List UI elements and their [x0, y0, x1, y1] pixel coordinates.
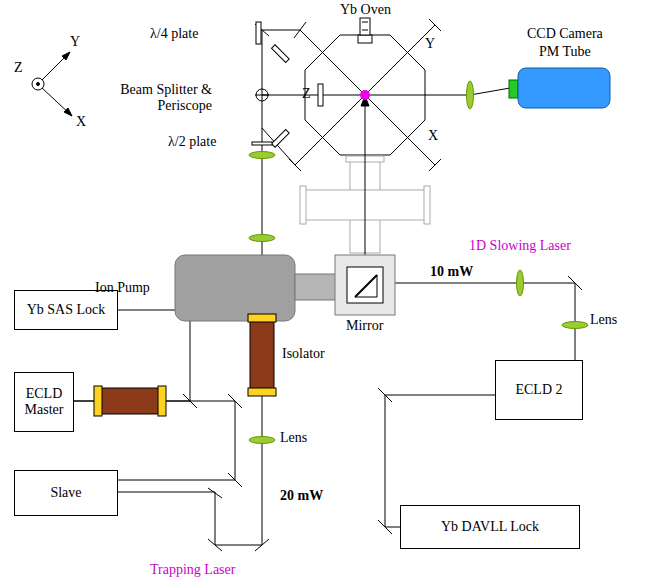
mirror-symbol [228, 473, 242, 487]
part-label: Z [14, 60, 23, 76]
instrument-box: Yb DAVLL Lock [400, 505, 580, 549]
box-label: Yb SAS Lock [27, 302, 106, 318]
mirror-symbol [378, 388, 392, 402]
part-label: X [76, 114, 86, 130]
instrument-box: ECLD 2 [495, 360, 583, 420]
part-label: λ/4 plate [150, 26, 198, 42]
part-label: 10 mW [430, 264, 473, 280]
box-label: Yb DAVLL Lock [441, 519, 539, 535]
part-label: Lens [590, 312, 617, 328]
instrument-box: ECLD Master [14, 372, 74, 432]
part-label: λ/2 plate [168, 134, 216, 150]
part-label: X [428, 128, 438, 144]
part-label: CCD Camera [527, 26, 603, 42]
part-label: Ion Pump [95, 280, 150, 296]
part-label: Y [70, 34, 80, 50]
mirror-symbol [228, 394, 242, 408]
part-label: Trapping Laser [150, 562, 235, 578]
part-label: Y [425, 36, 435, 52]
part-label: Mirror [346, 318, 383, 334]
box-label: Slave [50, 485, 81, 501]
box-label: ECLD 2 [515, 382, 562, 398]
part-label: Isolator [282, 346, 325, 362]
part-label: PM Tube [539, 44, 591, 60]
part-label: Lens [280, 430, 307, 446]
box-label: ECLD Master [19, 386, 69, 418]
instrument-box: Yb SAS Lock [14, 290, 118, 330]
part-label: Beam Splitter & Periscope [112, 82, 212, 114]
instrument-box: Slave [14, 470, 118, 516]
mirror-symbol [378, 520, 392, 534]
part-label: 1D Slowing Laser [469, 238, 571, 254]
part-label: Yb Oven [340, 2, 391, 18]
part-label: Z [302, 86, 311, 102]
part-label: 20 mW [280, 488, 323, 504]
